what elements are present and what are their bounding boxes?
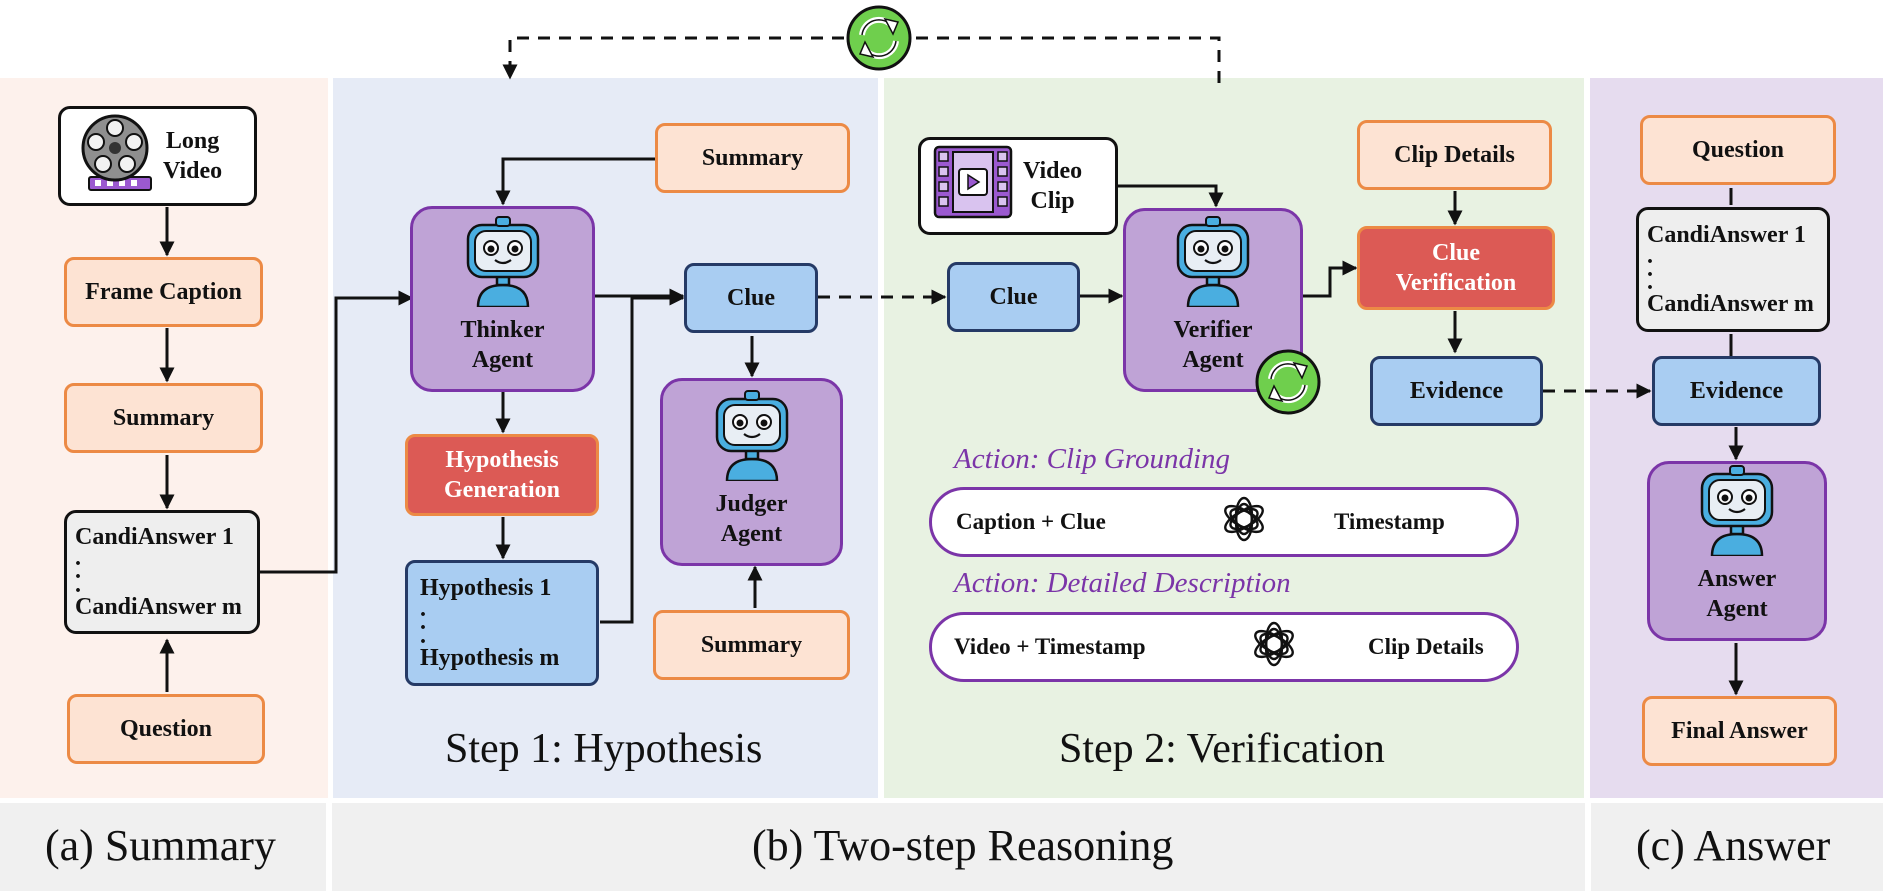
- video-clip-icon: [933, 145, 1013, 227]
- hypotheses-box: Hypothesis 1 ... Hypothesis m: [405, 560, 599, 686]
- candidate-last-label: CandiAnswer m: [75, 593, 242, 620]
- answer-candidates-box: CandiAnswer 1 ... CandiAnswer m: [1636, 207, 1830, 332]
- answer-question-box: Question: [1640, 115, 1836, 185]
- answer-agent-label: Answer Agent: [1697, 566, 1777, 622]
- openai-logo-icon: [1220, 495, 1268, 549]
- video-clip-box: Video Clip: [918, 137, 1118, 235]
- step1-clue-box: Clue: [684, 263, 818, 333]
- openai-logo-icon: [1250, 620, 1298, 674]
- hypothesis-first-label: Hypothesis 1: [420, 575, 552, 602]
- answer-caption: (c) Answer: [1636, 821, 1831, 870]
- refresh-loop-icon: [1254, 348, 1322, 416]
- final-answer-box: Final Answer: [1642, 696, 1837, 766]
- verifier-agent-label: Verifier Agent: [1173, 317, 1253, 373]
- clip-details-box: Clip Details: [1357, 120, 1552, 190]
- caption-band-answer: [1591, 803, 1883, 891]
- hypothesis-generation-box: Hypothesis Generation: [405, 434, 599, 516]
- step2-evidence-box: Evidence: [1370, 356, 1543, 426]
- hypothesis-generation-label: Hypothesis Generation: [444, 447, 560, 503]
- vertical-ellipsis: ...: [1647, 242, 1653, 296]
- robot-icon: [1694, 464, 1780, 564]
- detailed-description-input: Video + Timestamp: [954, 634, 1146, 659]
- step1-summary-top-label: Summary: [701, 145, 804, 171]
- answer-evidence-label: Evidence: [1689, 378, 1784, 404]
- refresh-loop-icon: [845, 4, 913, 72]
- frame-caption-box: Frame Caption: [64, 257, 263, 327]
- final-answer-label: Final Answer: [1671, 718, 1808, 744]
- step2-title: Step 2: Verification: [1059, 726, 1385, 772]
- action-clip-grounding-title: Action: Clip Grounding: [954, 443, 1231, 475]
- caption-band-summary: [0, 803, 326, 891]
- thinker-agent-label: Thinker Agent: [460, 317, 545, 373]
- thinker-agent: Thinker Agent: [410, 206, 595, 392]
- hypothesis-last-label: Hypothesis m: [420, 644, 560, 671]
- clip-grounding-pill: Caption + Clue Timestamp: [929, 487, 1519, 557]
- summary-caption: (a) Summary: [45, 821, 276, 870]
- step2-evidence-label: Evidence: [1409, 378, 1504, 404]
- frame-caption-label: Frame Caption: [85, 279, 242, 305]
- candidate-first-label: CandiAnswer 1: [75, 524, 234, 551]
- robot-icon: [709, 389, 795, 489]
- long-video-label: Long Video: [163, 128, 223, 184]
- reasoning-caption: (b) Two-step Reasoning: [752, 821, 1174, 870]
- clip-grounding-input: Caption + Clue: [956, 509, 1106, 534]
- judger-agent-label: Judger Agent: [715, 491, 788, 547]
- step2-clue-label: Clue: [989, 284, 1038, 310]
- video-clip-label: Video Clip: [1023, 158, 1083, 214]
- caption-band-reasoning: [332, 803, 1585, 891]
- action-detailed-description-title: Action: Detailed Description: [954, 567, 1291, 599]
- clip-details-label: Clip Details: [1394, 142, 1515, 168]
- answer-evidence-box: Evidence: [1652, 356, 1821, 426]
- step2-clue-box: Clue: [947, 262, 1080, 332]
- robot-icon: [1170, 215, 1256, 315]
- answer-agent: Answer Agent: [1647, 461, 1827, 641]
- judger-agent: Judger Agent: [660, 378, 843, 566]
- candidate-answers-box: CandiAnswer 1 ... CandiAnswer m: [64, 510, 260, 634]
- answer-question-label: Question: [1691, 137, 1784, 163]
- clue-verification-box: Clue Verification: [1357, 226, 1555, 310]
- detailed-description-output: Clip Details: [1368, 634, 1484, 659]
- film-reel-icon: [77, 111, 157, 201]
- question-box: Question: [67, 694, 265, 764]
- vertical-ellipsis: ...: [420, 596, 426, 649]
- clip-grounding-output: Timestamp: [1334, 509, 1445, 534]
- step1-summary-top: Summary: [655, 123, 850, 193]
- step1-summary-bottom-label: Summary: [700, 632, 803, 658]
- step1-summary-bottom: Summary: [653, 610, 850, 680]
- summary-label: Summary: [112, 405, 215, 431]
- robot-icon: [460, 215, 546, 315]
- answer-candidate-first-label: CandiAnswer 1: [1647, 221, 1806, 248]
- vertical-ellipsis: ...: [75, 545, 81, 598]
- question-label: Question: [119, 716, 212, 742]
- answer-candidate-last-label: CandiAnswer m: [1647, 291, 1814, 318]
- long-video-box: Long Video: [58, 106, 257, 206]
- clue-verification-label: Clue Verification: [1395, 240, 1517, 296]
- detailed-description-pill: Video + Timestamp Clip Details: [929, 612, 1519, 682]
- step1-title: Step 1: Hypothesis: [445, 726, 763, 772]
- step1-clue-label: Clue: [727, 285, 775, 311]
- summary-box: Summary: [64, 383, 263, 453]
